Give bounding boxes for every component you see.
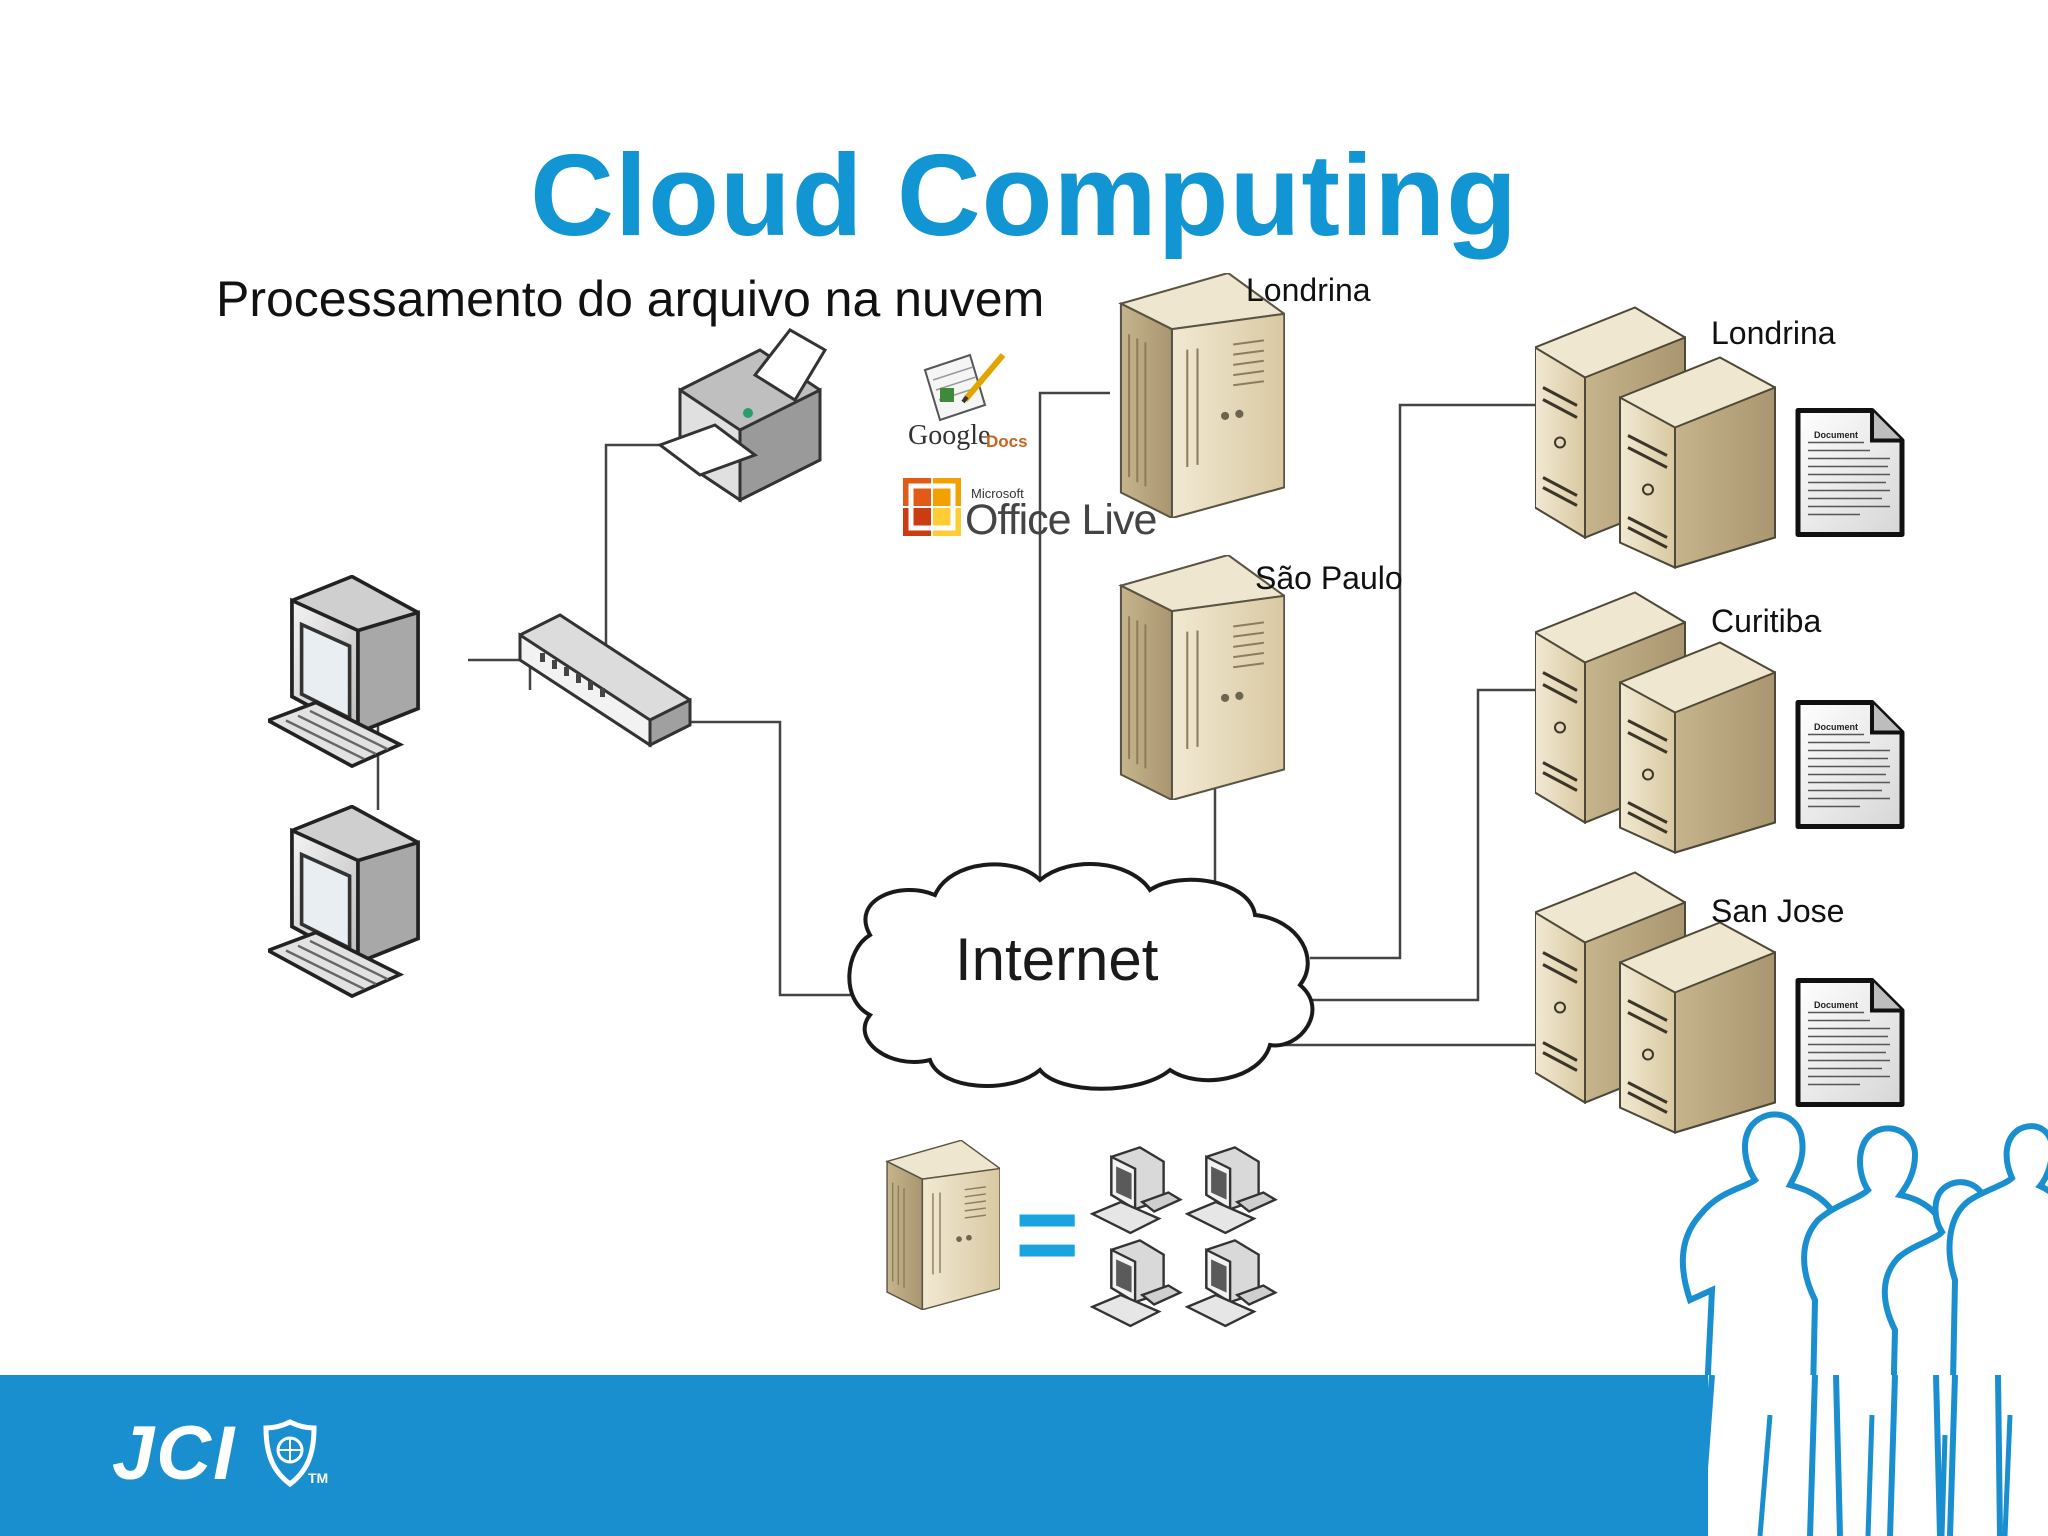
page-subtitle: Processamento do arquivo na nuvem	[216, 271, 1045, 327]
legend-equals: =	[1015, 1173, 1080, 1296]
server-tower-icon	[1119, 273, 1285, 518]
server-label-sao-paulo: São Paulo	[1255, 560, 1403, 596]
workstation-icon	[268, 805, 420, 998]
trademark-mark: TM	[308, 1470, 329, 1486]
office-live-product: Office Live	[965, 496, 1157, 544]
legend-pc-group	[1091, 1146, 1277, 1328]
page-title: Cloud Computing	[530, 130, 1518, 260]
jci-logo-text: JCI	[112, 1411, 237, 1496]
google-docs-product: Docs	[986, 432, 1028, 451]
document-label: Document	[1814, 722, 1858, 732]
jci-shield-icon	[263, 1419, 317, 1488]
legend-server-icon	[886, 1140, 1000, 1310]
workstation-icon	[268, 575, 420, 768]
internet-label: Internet	[955, 926, 1159, 993]
line-switch-internet	[690, 720, 860, 997]
line-switch-printer	[604, 443, 668, 650]
datacenter-label-curitiba: Curitiba	[1711, 603, 1822, 639]
legend-pc-icon	[1186, 1239, 1277, 1328]
datacenter-label-londrina: Londrina	[1711, 315, 1836, 351]
legend-pc-icon	[1091, 1239, 1182, 1328]
server-label-londrina: Londrina	[1246, 272, 1371, 308]
document-label: Document	[1814, 1000, 1858, 1010]
line-internet-londrina-dc	[1310, 403, 1535, 960]
connection-lines	[376, 391, 1535, 1047]
line-internet-curitiba-dc	[1310, 688, 1535, 1002]
document-label: Document	[1814, 430, 1858, 440]
legend-pc-icon	[1091, 1146, 1182, 1235]
line-pc1-switch	[468, 658, 532, 690]
footer-silhouette-overlay	[1697, 1375, 2048, 1536]
datacenter-label-san-jose: San Jose	[1711, 893, 1845, 929]
google-docs-brand: Google	[908, 420, 991, 451]
internet-cloud	[847, 862, 1315, 1091]
line-internet-londrina-server	[1038, 391, 1110, 880]
switch-icon	[518, 613, 692, 748]
printer-icon	[656, 328, 828, 503]
google-docs-icon	[923, 353, 1006, 422]
legend-pc-icon	[1186, 1146, 1277, 1235]
office-live-icon	[903, 478, 961, 536]
office-live-brand: Microsoft	[971, 486, 1024, 501]
